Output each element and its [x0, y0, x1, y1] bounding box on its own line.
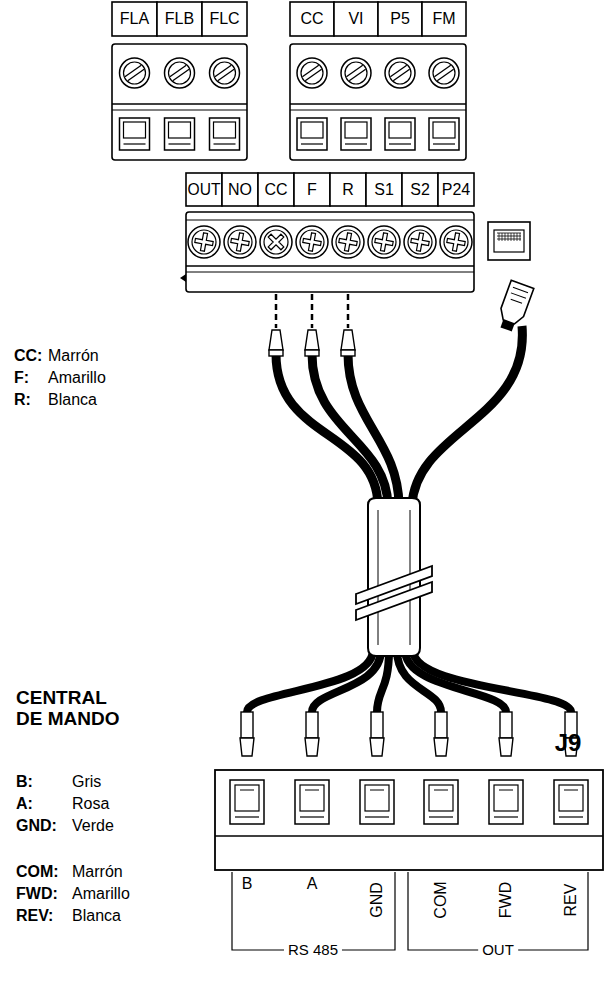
pin-name: P24 — [442, 181, 470, 199]
wire-color: Amarillo — [72, 885, 130, 903]
cable-sheath — [356, 498, 432, 656]
pin-name: COM — [432, 881, 450, 918]
cable-wires-lower — [247, 650, 571, 712]
wire-color: Gris — [72, 773, 101, 791]
pin-name: CC — [264, 181, 287, 199]
bus-name: RS 485 — [284, 942, 342, 959]
pin-name: B — [242, 875, 253, 893]
wire-key: B: — [16, 773, 33, 791]
pin-name: S1 — [374, 181, 394, 199]
wire-key: R: — [14, 391, 31, 409]
rj45-plug — [495, 280, 534, 333]
pin-name: F — [307, 181, 317, 199]
wire-key: FWD: — [16, 885, 58, 903]
j9-connector — [215, 770, 603, 870]
wire-color: Verde — [72, 817, 114, 835]
pin-name: FM — [432, 10, 455, 28]
terminal-block-signal — [290, 2, 466, 160]
wire-color: Blanca — [48, 391, 97, 409]
wire-color: Blanca — [72, 907, 121, 925]
group-brackets — [232, 872, 588, 950]
wire-key: A: — [16, 795, 33, 813]
pin-name: REV — [562, 884, 580, 917]
wire-key: CC: — [14, 347, 42, 365]
wire-color: Rosa — [72, 795, 109, 813]
insertion-lines — [276, 294, 348, 328]
wire-key: F: — [14, 369, 29, 387]
pin-name: FLC — [209, 10, 239, 28]
pin-name: OUT — [188, 181, 221, 198]
wire-key: REV: — [16, 907, 53, 925]
wire-color: Marrón — [48, 347, 99, 365]
wire-key: COM: — [16, 863, 59, 881]
ferrules-upper — [269, 330, 355, 356]
terminal-strip-main — [180, 173, 474, 292]
pin-name: R — [342, 181, 354, 199]
pin-name: CC — [300, 10, 323, 28]
wire-key: GND: — [16, 817, 57, 835]
pin-name: VI — [348, 10, 363, 28]
pin-name: A — [307, 875, 318, 893]
terminal-block-fl — [112, 2, 247, 160]
rj45-jack — [488, 222, 530, 260]
wire-color: Marrón — [72, 863, 123, 881]
pin-name: GND — [368, 882, 386, 918]
section-heading: CENTRAL DE MANDO — [16, 688, 124, 730]
bus-name: OUT — [478, 942, 518, 959]
pin-name: S2 — [410, 181, 430, 199]
ferrules-lower — [240, 712, 578, 756]
pin-name: P5 — [390, 10, 410, 28]
pin-name: FLB — [165, 10, 194, 28]
pin-name: FWD — [497, 882, 515, 918]
pin-name: NO — [228, 181, 252, 199]
wire-color: Amarillo — [48, 369, 106, 387]
connector-name: J9 — [555, 730, 582, 756]
cable-wires-upper — [276, 326, 522, 505]
pin-name: FLA — [120, 10, 149, 28]
